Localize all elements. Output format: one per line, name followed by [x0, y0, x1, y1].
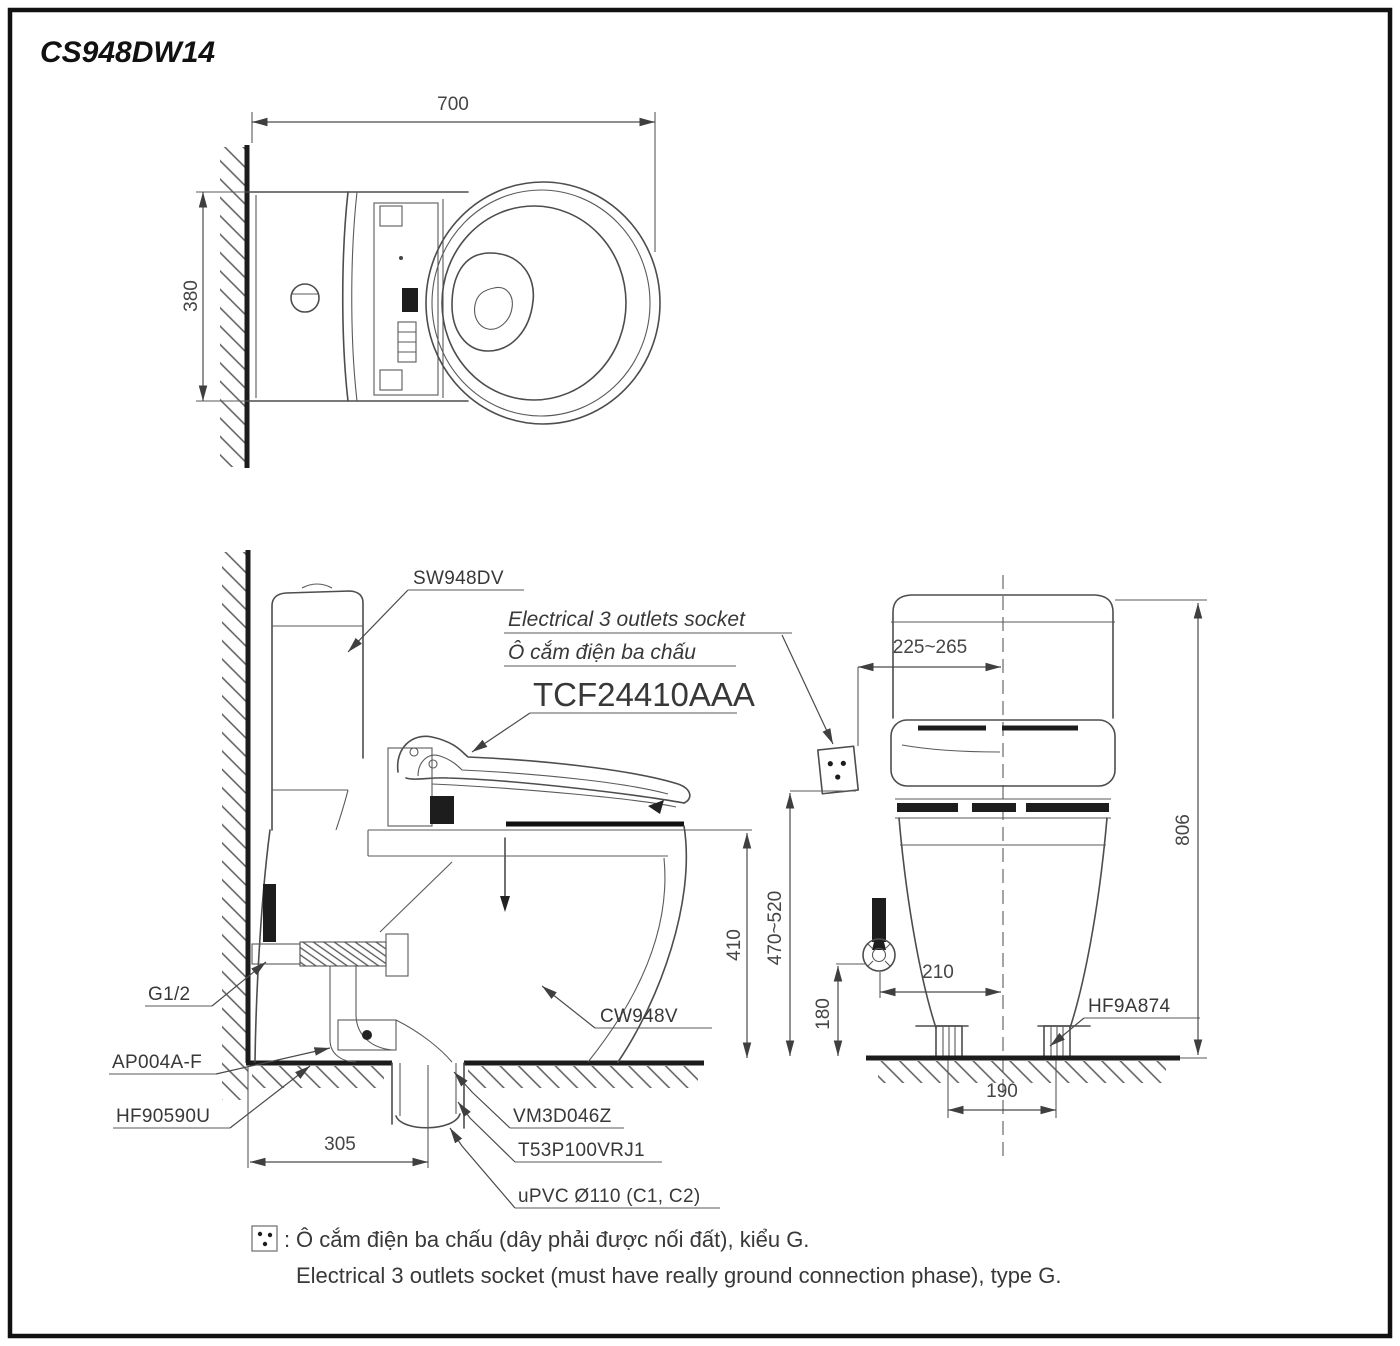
note-separator: :	[284, 1227, 290, 1252]
top-view: 700 380	[181, 94, 661, 468]
footnote: : Ô cắm điện ba chấu (dây phải được nối …	[251, 1225, 1062, 1288]
socket-label-vi: Ô cắm điện ba chấu	[508, 641, 696, 664]
side-view-labels: SW948DV Electrical 3 outlets socket Ô cắ…	[109, 568, 834, 1209]
dim-410: 410	[724, 833, 752, 1058]
dim-380-text: 380	[181, 280, 202, 312]
supply-valve-handle-side	[263, 884, 276, 942]
tank-front	[891, 594, 1115, 719]
toilet-plan-outline	[249, 181, 661, 425]
flush-button-plan	[290, 283, 320, 313]
floor-hatching-side-right	[468, 1066, 698, 1088]
flange-bolt-dot	[362, 1030, 372, 1040]
pipe-label: uPVC Ø110 (C1, C2)	[518, 1186, 700, 1207]
tank-label: SW948DV	[413, 568, 504, 589]
floor-hatching-side-left	[252, 1066, 384, 1088]
lid-inner-plan	[441, 205, 627, 401]
drain-recess	[391, 1062, 465, 1168]
dim-305: 305	[247, 1065, 428, 1168]
foot-bolt-label-group: HF9A874	[1049, 996, 1200, 1047]
tank-lid-knob	[301, 583, 333, 589]
supply-label: G1/2	[148, 984, 190, 1005]
flange-label: VM3D046Z	[513, 1106, 612, 1127]
dim-225-265: 225~265	[857, 637, 1001, 746]
dim-806: 806	[1115, 599, 1207, 1059]
wall-hatching-side-view	[222, 552, 248, 1100]
supply-valve-front	[862, 898, 896, 972]
dim-470-520-text: 470~520	[765, 891, 786, 966]
washlet-label: TCF24410AAA	[533, 676, 755, 713]
control-sensor-plan	[402, 288, 418, 312]
braided-hose	[299, 941, 387, 967]
nozzle-area-plan	[451, 252, 535, 352]
joint-label: T53P100VRJ1	[518, 1140, 645, 1161]
washlet-front	[890, 719, 1116, 787]
lid-outer-plan	[425, 181, 661, 425]
dim-210: 210	[879, 962, 1001, 998]
seat-band-front	[897, 803, 1109, 812]
wall-hatching-top-view	[220, 147, 246, 467]
electrical-socket-icon	[816, 745, 860, 795]
side-view: SW948DV Electrical 3 outlets socket Ô cắ…	[109, 550, 834, 1209]
dim-700-text: 700	[437, 94, 469, 115]
note-line-vi: Ô cắm điện ba chấu (dây phải được nối đấ…	[296, 1227, 809, 1252]
tank-side	[271, 583, 364, 831]
front-view: 225~265 470~520 180 210 HF9A874	[765, 575, 1207, 1162]
socket-label-en: Electrical 3 outlets socket	[508, 608, 746, 631]
bowl-front	[895, 798, 1111, 1059]
dim-700: 700	[251, 94, 656, 252]
dim-225-265-text: 225~265	[893, 637, 968, 658]
bowl-side	[251, 821, 752, 1063]
dim-380: 380	[181, 191, 250, 402]
dim-470-520: 470~520	[765, 790, 856, 1056]
page-title: CS948DW14	[40, 36, 215, 69]
note-line-en: Electrical 3 outlets socket (must have r…	[296, 1263, 1062, 1288]
dim-410-text: 410	[724, 929, 745, 961]
dim-806-text: 806	[1173, 814, 1194, 846]
stop-valve-label: AP004A-F	[112, 1052, 202, 1073]
flange-box	[337, 1019, 397, 1051]
bolt-cap-label: HF90590U	[116, 1106, 210, 1127]
floor-hatching-front	[878, 1061, 1166, 1083]
hinge-dark-part	[430, 796, 454, 824]
socket-note-icon	[251, 1225, 278, 1252]
washlet-lid-open	[387, 735, 691, 912]
supply-valve-handle-front	[872, 898, 886, 942]
washlet-unit-plan	[373, 202, 439, 396]
foot-bolt-label: HF9A874	[1088, 996, 1171, 1017]
dim-210-text: 210	[922, 962, 954, 983]
dim-190: 190	[947, 1060, 1057, 1118]
dim-190-text: 190	[986, 1081, 1018, 1102]
dim-180-text: 180	[813, 998, 834, 1030]
dim-305-text: 305	[324, 1134, 356, 1155]
page-border	[7, 7, 1393, 1339]
hinge-block	[387, 747, 433, 827]
dim-180: 180	[813, 963, 866, 1056]
fill-valve	[385, 933, 409, 977]
bowl-label: CW948V	[600, 1006, 678, 1027]
